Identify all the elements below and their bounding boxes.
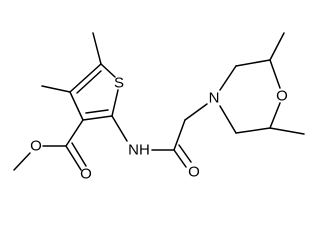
bond-ch2-n [184,103,208,121]
bond-c5-s [100,63,116,78]
bond-ca-cb [235,59,271,67]
bond-ester-carbonyl-double [71,142,87,167]
chemical-structure-diagram: S O O NH O N O [13,32,305,183]
bond-cd-n [219,105,237,134]
bond-cb-o [269,59,281,89]
bond-c3-c4 [69,91,84,121]
bond-c2-c3 [82,115,113,121]
atom-label-morpholine-oxygen: O [276,88,288,105]
bond-c3-ester-c [65,119,84,147]
bond-cc-methyl [269,127,305,135]
morpholine-ring [219,59,281,134]
atom-label-ester-oxygen: O [30,138,42,155]
bond-o-cc [269,102,281,129]
atom-label-morpholine-nitrogen: N [209,90,220,107]
bond-s-c2 [111,89,119,117]
bond-c4-methyl [41,85,71,93]
atom-label-amide-oxygen: O [188,164,200,181]
bond-cc-cd [235,127,271,134]
bond-cb-methyl [269,32,285,61]
bond-ester-carbonyl [65,145,82,171]
atom-label-ester-carbonyl-oxygen: O [80,166,92,183]
bond-c2-nh [111,115,128,142]
bond-carbonyl-ch2 [173,119,186,151]
bond-c4-c5 [69,63,102,93]
bond-c2-c3-double [85,109,109,114]
atom-label-amide-nitrogen: NH [128,142,150,159]
bond-amide-carbonyl-double [178,144,192,163]
bond-c5-methyl [92,32,102,65]
bond-amide-carbonyl [173,149,187,168]
thiophene-ring [69,63,119,121]
bond-c4-c5-double [76,70,102,94]
bond-n-ca [219,65,237,91]
atom-label-sulfur: S [114,75,124,92]
bond-ester-o-methyl [13,152,31,171]
